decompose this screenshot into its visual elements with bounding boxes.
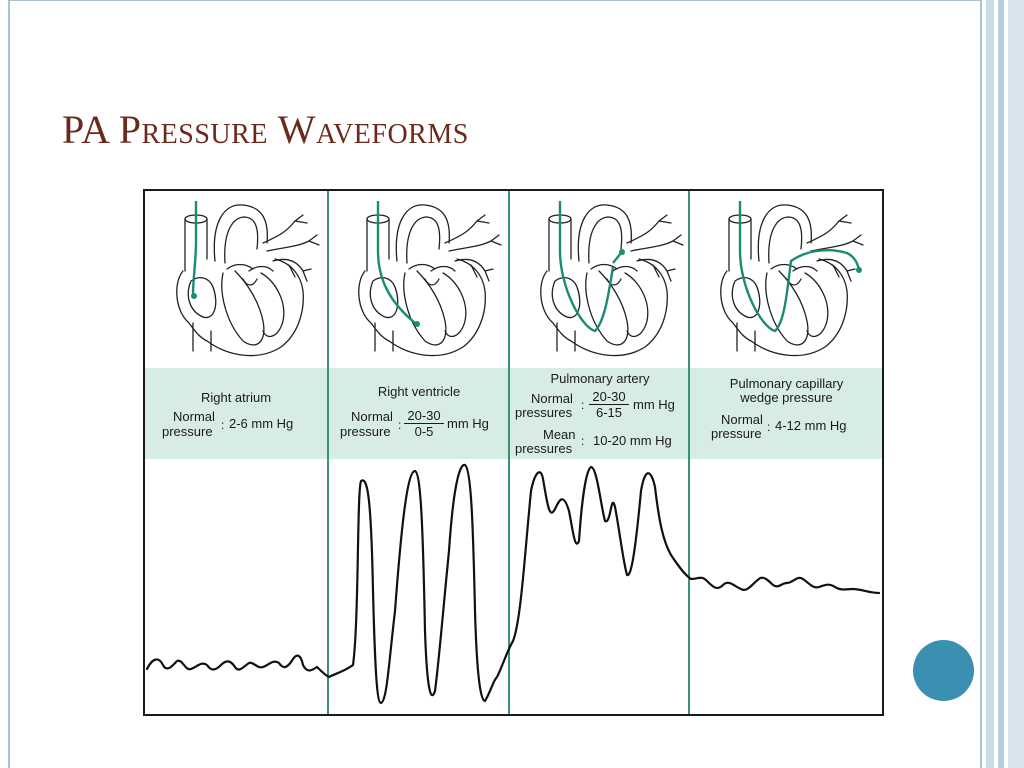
heart-diagram-right-atrium [176,201,320,357]
heart-diagram-pulmonary-artery [540,201,684,357]
colon-separator: : [767,420,771,434]
accent-circle [913,640,974,701]
panel-pulmonary-artery: Pulmonary artery Normal pressures : 20-3… [511,368,689,459]
waveform-figure: Right atrium Normal pressure : 2-6 mm Hg… [143,189,884,716]
colon-separator: : [221,418,225,432]
panel-wedge-pressure: Pulmonary capillary wedge pressure Norma… [691,368,882,459]
heart-diagram-wedge [720,201,864,357]
slide-frame-top [8,0,980,1]
pressure-value: 4-12 mm Hg [775,418,847,433]
panel-heading: Pulmonary capillary [729,376,844,391]
pressure-fraction: 20-30 6-15 [589,389,629,420]
panel-divider [508,191,510,714]
colon-separator: : [581,434,585,448]
normal-label: Normal [531,391,573,406]
colon-separator: : [398,418,402,432]
normal-label: Normal [173,409,215,424]
pressure-unit: mm Hg [447,416,489,431]
label-band [145,368,882,459]
systolic-pressure: 20-30 [404,408,444,424]
mean-label: pressures [515,441,573,456]
panel-divider [327,191,329,714]
diastolic-pressure: 6-15 [595,405,623,420]
normal-label: pressure [711,426,762,441]
pressure-waveform-trace [145,463,881,705]
panel-heading: Right atrium [200,390,272,405]
pressure-fraction: 20-30 0-5 [404,408,444,439]
mean-pressure-value: 10-20 mm Hg [593,433,672,448]
pressure-unit: mm Hg [633,397,675,412]
heart-diagram-right-ventricle [358,201,502,357]
normal-label: pressures [515,405,573,420]
slide-title: PA Pressure Waveforms [62,107,469,152]
panel-heading: Right ventricle [377,384,461,399]
normal-label: Normal [721,412,763,427]
panel-right-atrium: Right atrium Normal pressure : 2-6 mm Hg [145,368,327,459]
normal-label: Normal [351,409,393,424]
panel-divider [688,191,690,714]
colon-separator: : [581,398,585,412]
panel-heading: wedge pressure [740,390,833,405]
systolic-pressure: 20-30 [589,389,629,405]
panel-right-ventricle: Right ventricle Normal pressure : 20-30 … [329,368,509,459]
mean-label: Mean [543,427,576,442]
normal-label: pressure [162,424,213,439]
pressure-value: 2-6 mm Hg [229,416,294,431]
slide-frame-left [8,0,10,768]
normal-label: pressure [340,424,391,439]
panel-heading: Pulmonary artery [550,371,650,386]
diastolic-pressure: 0-5 [414,424,434,439]
figure-artwork [145,201,881,705]
slide-frame-right [980,0,1024,768]
